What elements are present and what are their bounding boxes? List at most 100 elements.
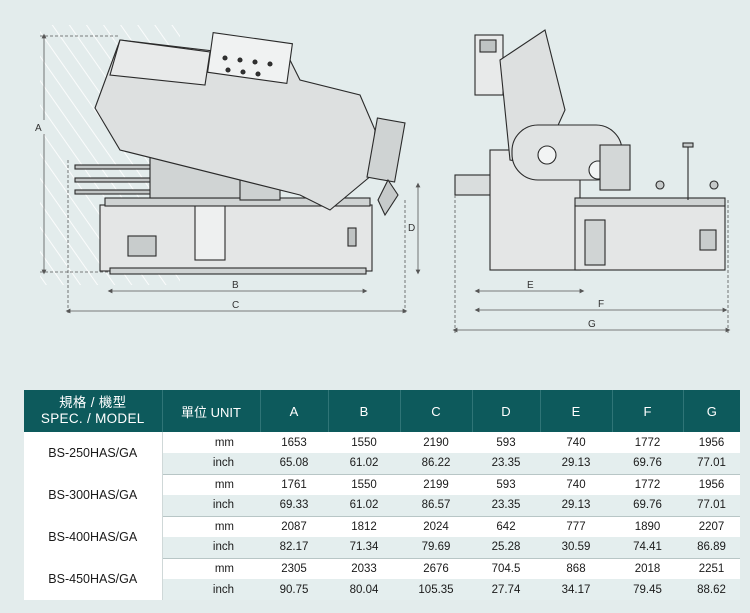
value-cell: 82.17 [260, 537, 328, 559]
value-cell: 2199 [400, 474, 472, 495]
value-cell: 77.01 [683, 453, 740, 475]
machine-dimension-drawing: A B C D E F G [32, 25, 731, 334]
column-header-e: E [540, 390, 613, 432]
value-cell: 61.02 [328, 495, 400, 517]
value-cell: 86.22 [400, 453, 472, 475]
model-name: BS-400HAS/GA [24, 516, 163, 558]
value-cell: 2024 [400, 516, 472, 537]
table-row: inch 65.08 61.02 86.22 23.35 29.13 69.76… [24, 453, 740, 475]
unit-cell: mm [162, 474, 260, 495]
value-cell: 27.74 [472, 579, 540, 600]
value-cell: 34.17 [540, 579, 612, 600]
dim-label-b: B [232, 280, 239, 291]
value-cell: 79.45 [612, 579, 683, 600]
value-cell: 105.35 [400, 579, 472, 600]
value-cell: 1772 [612, 432, 683, 453]
value-cell: 868 [540, 558, 612, 579]
value-cell: 593 [472, 432, 540, 453]
value-cell: 2033 [328, 558, 400, 579]
unit-cell: mm [162, 432, 260, 453]
unit-cell: mm [162, 516, 260, 537]
spec-model-header-en: SPEC. / MODEL [40, 411, 145, 426]
value-cell: 30.59 [540, 537, 612, 559]
value-cell: 1550 [328, 474, 400, 495]
value-cell: 25.28 [472, 537, 540, 559]
value-cell: 2251 [683, 558, 740, 579]
value-cell: 642 [472, 516, 540, 537]
value-cell: 2018 [612, 558, 683, 579]
value-cell: 704.5 [472, 558, 540, 579]
value-cell: 1761 [260, 474, 328, 495]
value-cell: 69.33 [260, 495, 328, 517]
unit-cell: inch [162, 453, 260, 475]
front-view-dimensions [452, 195, 731, 334]
value-cell: 61.02 [328, 453, 400, 475]
value-cell: 74.41 [612, 537, 683, 559]
value-cell: 23.35 [472, 495, 540, 517]
value-cell: 90.75 [260, 579, 328, 600]
value-cell: 29.13 [540, 495, 612, 517]
dim-label-a: A [35, 123, 42, 134]
model-name: BS-300HAS/GA [24, 474, 163, 516]
value-cell: 65.08 [260, 453, 328, 475]
value-cell: 2087 [260, 516, 328, 537]
value-cell: 77.01 [683, 495, 740, 517]
unit-cell: inch [162, 495, 260, 517]
dim-label-d: D [408, 223, 415, 234]
spec-table: 規格 / 機型 SPEC. / MODEL 單位 UNIT A B C D E … [24, 390, 740, 600]
value-cell: 69.76 [612, 495, 683, 517]
value-cell: 29.13 [540, 453, 612, 475]
model-name: BS-450HAS/GA [24, 558, 163, 600]
side-view-dimensions [40, 33, 421, 315]
value-cell: 1956 [683, 432, 740, 453]
value-cell: 593 [472, 474, 540, 495]
unit-header: 單位 UNIT [162, 390, 261, 432]
value-cell: 1812 [328, 516, 400, 537]
value-cell: 740 [540, 474, 612, 495]
value-cell: 740 [540, 432, 612, 453]
column-header-d: D [472, 390, 541, 432]
table-row: BS-400HAS/GA mm 2087 1812 2024 642 777 1… [24, 516, 740, 558]
value-cell: 777 [540, 516, 612, 537]
table-row: BS-450HAS/GA mm 2305 2033 2676 704.5 868… [24, 558, 740, 600]
spec-model-header: 規格 / 機型 SPEC. / MODEL [24, 390, 163, 432]
value-cell: 80.04 [328, 579, 400, 600]
value-cell: 1956 [683, 474, 740, 495]
unit-cell: inch [162, 537, 260, 559]
table-row: inch 69.33 61.02 86.57 23.35 29.13 69.76… [24, 495, 740, 517]
table-row: inch 82.17 71.34 79.69 25.28 30.59 74.41… [24, 537, 740, 559]
value-cell: 86.89 [683, 537, 740, 559]
value-cell: 69.76 [612, 453, 683, 475]
value-cell: 23.35 [472, 453, 540, 475]
dim-label-f: F [598, 299, 604, 310]
table-row: BS-250HAS/GA mm 1653 1550 2190 593 740 1… [24, 432, 740, 474]
value-cell: 1653 [260, 432, 328, 453]
column-header-c: C [400, 390, 473, 432]
value-cell: 2676 [400, 558, 472, 579]
column-header-a: A [260, 390, 329, 432]
value-cell: 79.69 [400, 537, 472, 559]
value-cell: 71.34 [328, 537, 400, 559]
value-cell: 2207 [683, 516, 740, 537]
spec-model-header-zh: 規格 / 機型 [59, 395, 127, 410]
side-view-machine [74, 32, 406, 275]
table-row: BS-300HAS/GA mm 1761 1550 2199 593 740 1… [24, 474, 740, 516]
value-cell: 88.62 [683, 579, 740, 600]
dimension-letters: A B C D E F G [32, 120, 604, 330]
table-header-row: 規格 / 機型 SPEC. / MODEL 單位 UNIT A B C D E … [24, 390, 740, 432]
front-view-machine [454, 29, 726, 271]
value-cell: 86.57 [400, 495, 472, 517]
value-cell: 1890 [612, 516, 683, 537]
column-header-g: G [683, 390, 740, 432]
model-name: BS-250HAS/GA [24, 432, 163, 474]
unit-cell: inch [162, 579, 260, 600]
column-header-f: F [612, 390, 684, 432]
value-cell: 1772 [612, 474, 683, 495]
dim-label-e: E [527, 280, 534, 291]
value-cell: 2305 [260, 558, 328, 579]
table-row: inch 90.75 80.04 105.35 27.74 34.17 79.4… [24, 579, 740, 600]
column-header-b: B [328, 390, 401, 432]
value-cell: 1550 [328, 432, 400, 453]
dim-label-g: G [588, 319, 596, 330]
value-cell: 2190 [400, 432, 472, 453]
